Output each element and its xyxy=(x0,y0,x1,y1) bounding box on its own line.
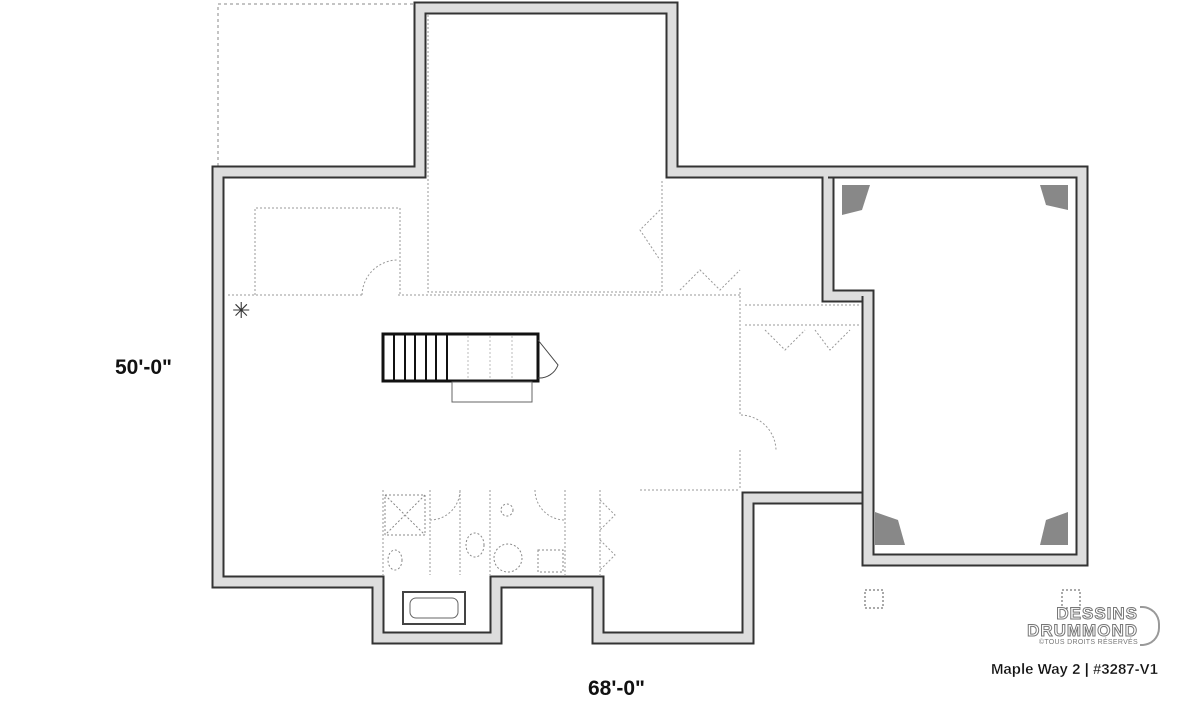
furnace-icon: ✳ xyxy=(232,298,250,323)
logo-rights: ©TOUS DROITS RÉSERVÉS xyxy=(1038,639,1138,646)
bathtub xyxy=(402,591,466,625)
deck-outline xyxy=(217,3,418,172)
interior-partitions xyxy=(228,15,860,575)
logo-line2: DRUMMOND xyxy=(1027,621,1138,640)
garage-walls xyxy=(828,165,1089,567)
plan-name: Maple Way 2 | #3287-V1 xyxy=(990,661,1158,678)
garage-corner-hatches xyxy=(842,185,1068,545)
house-walls xyxy=(211,1,875,645)
brand-logo: DESSINS DRUMMOND ©TOUS DROITS RÉSERVÉS xyxy=(1027,604,1138,647)
posts xyxy=(864,589,1081,609)
logo-line1: DESSINS xyxy=(1056,604,1138,623)
bathroom-fixtures xyxy=(384,494,564,573)
staircase xyxy=(381,332,559,403)
depth-dimension: 50'-0" xyxy=(115,356,172,379)
width-dimension: 68'-0" xyxy=(588,677,645,700)
